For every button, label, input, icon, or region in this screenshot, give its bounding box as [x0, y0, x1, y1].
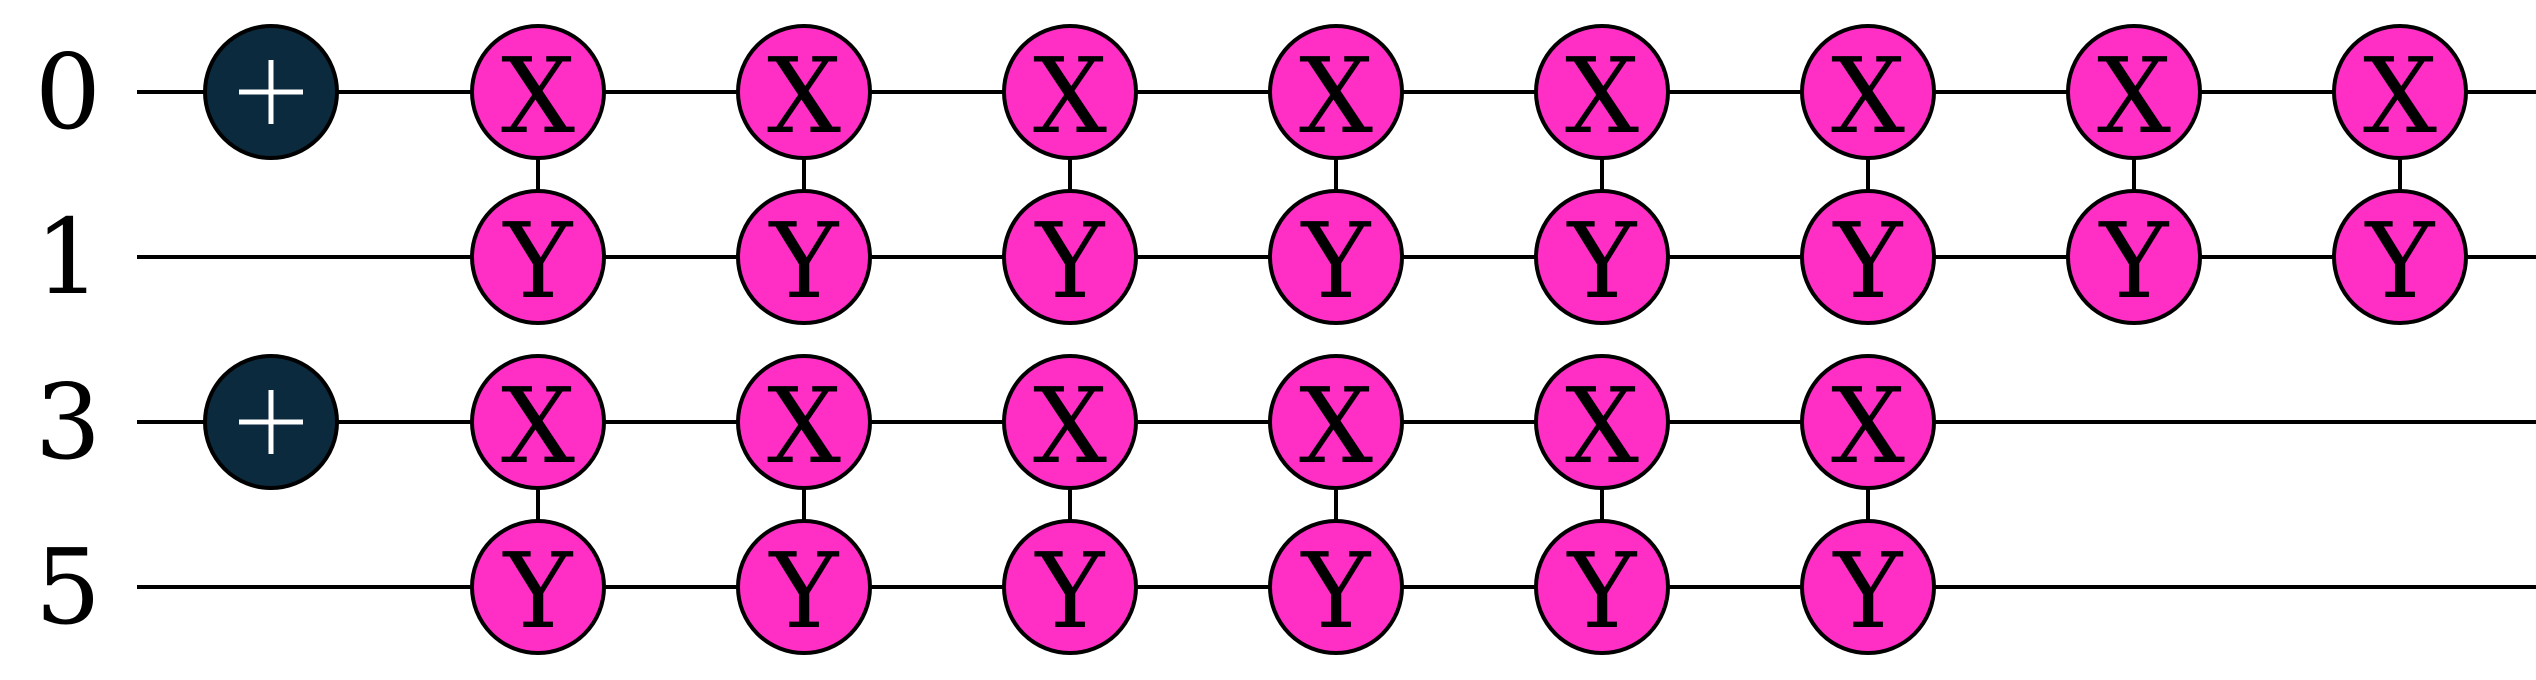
x-gate-q0-c6: X	[1800, 24, 1936, 160]
y-gate-q1-c6-circle	[1800, 189, 1936, 325]
y-gate-q5-c2-circle	[736, 519, 872, 655]
y-gate-q1-c3-label: Y	[1034, 200, 1106, 322]
y-gate-q1-c3-circle	[1002, 189, 1138, 325]
x-gate-q0-c5: X	[1534, 24, 1670, 160]
y-gate-q1-c8-label: Y	[2364, 200, 2436, 322]
x-gate-q3-c1-circle	[470, 354, 606, 490]
x-gate-q0-c8-label: X	[2363, 35, 2437, 157]
x-gate-q3-c3-label: X	[1033, 365, 1107, 487]
x-gate-q0-c2-circle	[736, 24, 872, 160]
qubit-labels-layer: 0 1 3 5	[35, 31, 101, 648]
qubit-label-1: 1	[35, 196, 101, 318]
y-gate-q1-c2-label: Y	[768, 200, 840, 322]
y-gate-q1-c6-label: Y	[1832, 200, 1904, 322]
qubit-label-0: 0	[35, 31, 101, 153]
y-gate-q5-c3-circle	[1002, 519, 1138, 655]
y-gate-q1-c2: Y	[736, 189, 872, 325]
y-gate-q5-c1: Y	[470, 519, 606, 655]
y-gate-q1-c6: Y	[1800, 189, 1936, 325]
x-gate-q0-c4-circle	[1268, 24, 1404, 160]
y-gate-q1-c7-label: Y	[2098, 200, 2170, 322]
x-gate-q0-c8-circle	[2332, 24, 2468, 160]
y-gate-q1-c5-circle	[1534, 189, 1670, 325]
y-gate-q5-c2: Y	[736, 519, 872, 655]
x-gate-q3-c4-circle	[1268, 354, 1404, 490]
plus-icon	[239, 60, 303, 124]
y-gate-q5-c4-circle	[1268, 519, 1404, 655]
x-gate-q0-c6-circle	[1800, 24, 1936, 160]
x-gate-q0-c7-circle	[2066, 24, 2202, 160]
y-gate-q5-c6: Y	[1800, 519, 1936, 655]
y-gate-q5-c5: Y	[1534, 519, 1670, 655]
y-gate-q5-c1-circle	[470, 519, 606, 655]
y-gate-q1-c4-label: Y	[1300, 200, 1372, 322]
x-gate-q3-c2-label: X	[767, 365, 841, 487]
x-gate-q0-c1-label: X	[501, 35, 575, 157]
y-gate-q5-c1-label: Y	[502, 530, 574, 652]
x-gate-q3-c5-label: X	[1565, 365, 1639, 487]
x-gate-q0-c7: X	[2066, 24, 2202, 160]
x-gate-q0-c3-label: X	[1033, 35, 1107, 157]
y-gate-q1-c1: Y	[470, 189, 606, 325]
y-gate-q5-c3: Y	[1002, 519, 1138, 655]
y-gate-q1-c3: Y	[1002, 189, 1138, 325]
x-gate-q0-c1: X	[470, 24, 606, 160]
x-gate-q3-c3-circle	[1002, 354, 1138, 490]
x-gate-q0-c3-circle	[1002, 24, 1138, 160]
x-gate-q0-c2-label: X	[767, 35, 841, 157]
y-gate-q5-c4-label: Y	[1300, 530, 1372, 652]
y-gate-q1-c1-label: Y	[502, 200, 574, 322]
y-gate-q5-c6-label: Y	[1832, 530, 1904, 652]
x-gate-q0-c5-label: X	[1565, 35, 1639, 157]
x-gate-q3-c3: X	[1002, 354, 1138, 490]
x-gate-q0-c4-label: X	[1299, 35, 1373, 157]
x-gate-q3-c4-label: X	[1299, 365, 1373, 487]
x-gate-q0-c2: X	[736, 24, 872, 160]
qubit-label-5: 5	[35, 526, 101, 648]
y-gate-q1-c5: Y	[1534, 189, 1670, 325]
links-layer	[536, 92, 2402, 587]
x-gate-q3-c1: X	[470, 354, 606, 490]
plus-icon	[239, 390, 303, 454]
y-gate-q5-c5-circle	[1534, 519, 1670, 655]
x-gate-q0-c4: X	[1268, 24, 1404, 160]
y-gate-q1-c7: Y	[2066, 189, 2202, 325]
y-gate-q1-c1-circle	[470, 189, 606, 325]
y-gate-q5-c4: Y	[1268, 519, 1404, 655]
y-gate-q1-c8-circle	[2332, 189, 2468, 325]
y-gate-q1-c8: Y	[2332, 189, 2468, 325]
x-gate-q3-c5-circle	[1534, 354, 1670, 490]
x-gate-q3-c4: X	[1268, 354, 1404, 490]
plus-gate-q3-c0	[203, 354, 339, 490]
x-gate-q0-c6-label: X	[1831, 35, 1905, 157]
y-gate-q5-c5-label: Y	[1566, 530, 1638, 652]
x-gate-q0-c1-circle	[470, 24, 606, 160]
x-gate-q0-c3: X	[1002, 24, 1138, 160]
plus-gate-q0-c0	[203, 24, 339, 160]
y-gate-q1-c7-circle	[2066, 189, 2202, 325]
x-gate-q0-c7-label: X	[2097, 35, 2171, 157]
y-gate-q1-c2-circle	[736, 189, 872, 325]
y-gate-q5-c2-label: Y	[768, 530, 840, 652]
y-gate-q5-c6-circle	[1800, 519, 1936, 655]
y-gate-q1-c4-circle	[1268, 189, 1404, 325]
qubit-label-3: 3	[35, 361, 101, 483]
x-gate-q0-c8: X	[2332, 24, 2468, 160]
x-gate-q3-c2-circle	[736, 354, 872, 490]
x-gate-q3-c5: X	[1534, 354, 1670, 490]
x-gate-q3-c6: X	[1800, 354, 1936, 490]
y-gate-q5-c3-label: Y	[1034, 530, 1106, 652]
x-gate-q3-c6-circle	[1800, 354, 1936, 490]
x-gate-q0-c5-circle	[1534, 24, 1670, 160]
x-gate-q3-c1-label: X	[501, 365, 575, 487]
x-gate-q3-c6-label: X	[1831, 365, 1905, 487]
y-gate-q1-c5-label: Y	[1566, 200, 1638, 322]
y-gate-q1-c4: Y	[1268, 189, 1404, 325]
x-gate-q3-c2: X	[736, 354, 872, 490]
